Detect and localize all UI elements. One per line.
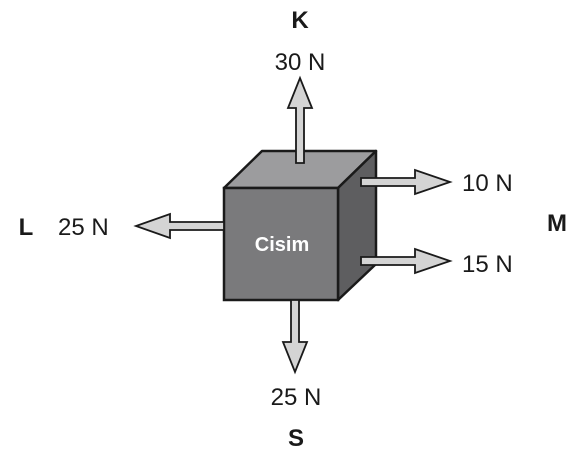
direction-letter-left: L: [19, 214, 34, 241]
cube-front-face: [222, 186, 340, 302]
force-label-right-bottom: 15 N: [462, 251, 513, 278]
arrow-down: [281, 299, 309, 375]
arrow-left: [133, 212, 225, 240]
force-label-up: 30 N: [275, 49, 326, 76]
cube-body: [222, 149, 378, 302]
body-label: Cisim: [255, 234, 309, 256]
force-label-left: 25 N: [58, 214, 109, 241]
force-label-down: 25 N: [271, 384, 322, 411]
direction-letter-right: M: [547, 210, 567, 237]
arrow-up: [286, 75, 314, 164]
arrow-right-bottom: [360, 247, 453, 275]
direction-letter-down: S: [288, 425, 304, 452]
direction-letter-up: K: [291, 7, 309, 34]
force-label-right-top: 10 N: [462, 170, 513, 197]
arrow-right-top: [360, 168, 453, 196]
